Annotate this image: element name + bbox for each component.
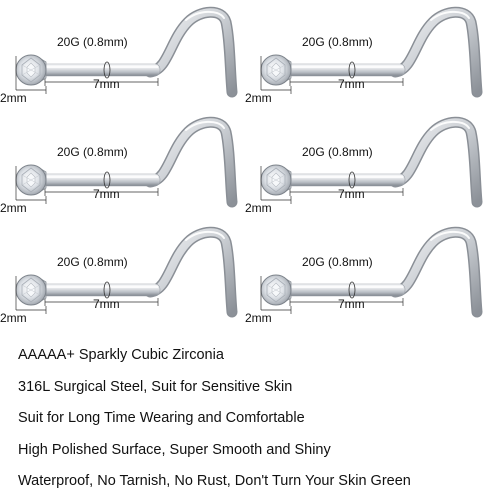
gauge-label: 20G (0.8mm) (302, 35, 373, 49)
nose-stud-image (15, 6, 238, 98)
gem-diameter-label: 2mm (245, 201, 272, 215)
length-label: 7mm (338, 77, 365, 91)
length-label: 7mm (93, 187, 120, 201)
nose-stud-image (260, 116, 483, 208)
feature-item: 316L Surgical Steel, Suit for Sensitive … (18, 378, 293, 395)
nose-stud-image (15, 116, 238, 208)
nose-stud-item: 20G (0.8mm) 7mm 2mm (245, 220, 490, 330)
gem-diameter-label: 2mm (0, 201, 27, 215)
feature-item: Waterproof, No Tarnish, No Rust, Don't T… (18, 473, 411, 489)
nose-stud-image (15, 226, 238, 318)
nose-stud-item: 20G (0.8mm) 7mm 2mm (0, 220, 245, 330)
gem-diameter-label: 2mm (245, 311, 272, 325)
gem-diameter-label: 2mm (0, 311, 27, 325)
feature-item: High Polished Surface, Super Smooth and … (18, 441, 331, 458)
gauge-label: 20G (0.8mm) (302, 145, 373, 159)
nose-stud-image (260, 226, 483, 318)
gauge-label: 20G (0.8mm) (57, 145, 128, 159)
gem-diameter-label: 2mm (0, 91, 27, 105)
feature-item: Suit for Long Time Wearing and Comfortab… (18, 410, 305, 426)
nose-stud-item: 20G (0.8mm) 7mm 2mm (245, 0, 490, 110)
gauge-label: 20G (0.8mm) (57, 255, 128, 269)
feature-item: AAAAA+ Sparkly Cubic Zirconia (18, 347, 224, 363)
gauge-label: 20G (0.8mm) (57, 35, 128, 49)
length-label: 7mm (338, 187, 365, 201)
length-label: 7mm (338, 297, 365, 311)
length-label: 7mm (93, 297, 120, 311)
nose-stud-item: 20G (0.8mm) 7mm 2mm (0, 0, 245, 110)
product-grid: 20G (0.8mm) 7mm 2mm (0, 0, 490, 330)
gauge-label: 20G (0.8mm) (302, 255, 373, 269)
length-label: 7mm (93, 77, 120, 91)
nose-stud-item: 20G (0.8mm) 7mm 2mm (0, 110, 245, 220)
nose-stud-item: 20G (0.8mm) 7mm 2mm (245, 110, 490, 220)
feature-list: AAAAA+ Sparkly Cubic Zirconia 316L Surgi… (18, 340, 488, 498)
gem-diameter-label: 2mm (245, 91, 272, 105)
nose-stud-image (260, 6, 483, 98)
